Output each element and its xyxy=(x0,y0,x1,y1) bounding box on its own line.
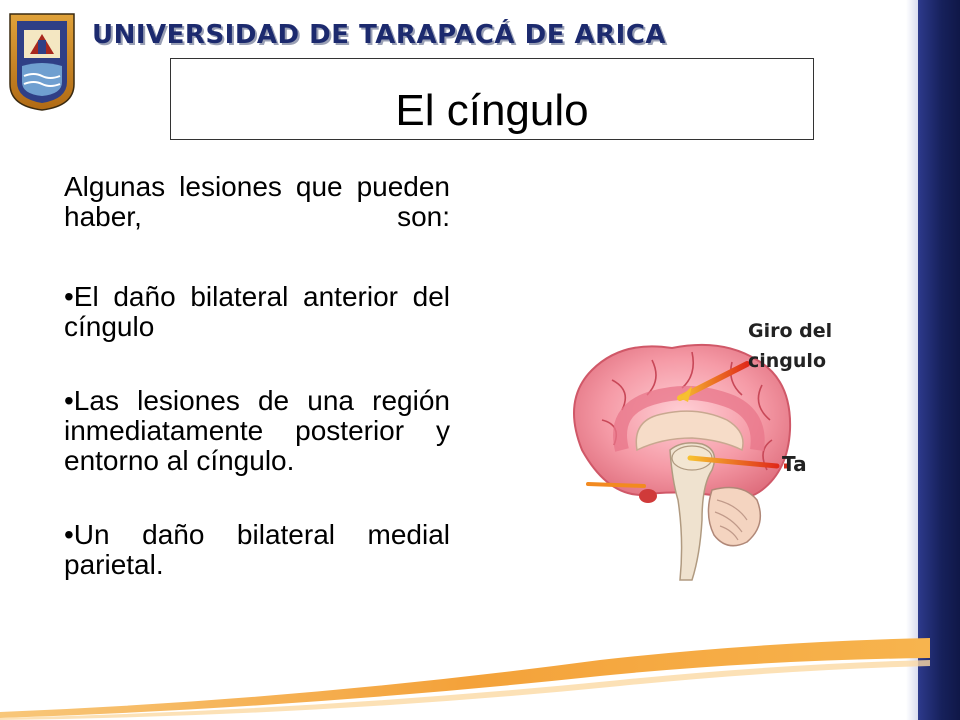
university-logo-icon xyxy=(9,13,75,111)
right-band-fade xyxy=(906,0,918,720)
slide-title: El cíngulo xyxy=(395,86,589,135)
right-navy-band xyxy=(918,0,960,720)
title-box: El cíngulo xyxy=(170,58,814,140)
brain-illustration-icon xyxy=(573,343,792,581)
figure-label-partial: Ta xyxy=(782,452,807,476)
intro-paragraph: Algunas lesiones que pueden haber, son: xyxy=(64,171,450,232)
bullet-item-3: •Un daño bilateral medial parietal. xyxy=(64,519,450,580)
figure-label-giro-del-cingulo: Giro del cingulo xyxy=(748,320,833,372)
decorative-swoosh xyxy=(0,638,930,720)
university-name: UNIVERSIDAD DE TARAPACÁ DE ARICA xyxy=(92,20,667,50)
bullet-item-2: •Las lesiones de una región inmediatamen… xyxy=(64,385,450,476)
slide-content: Algunas lesiones que pueden haber, son: … xyxy=(64,172,450,624)
bullet-item-1: •El daño bilateral anterior del cíngulo xyxy=(64,281,450,342)
